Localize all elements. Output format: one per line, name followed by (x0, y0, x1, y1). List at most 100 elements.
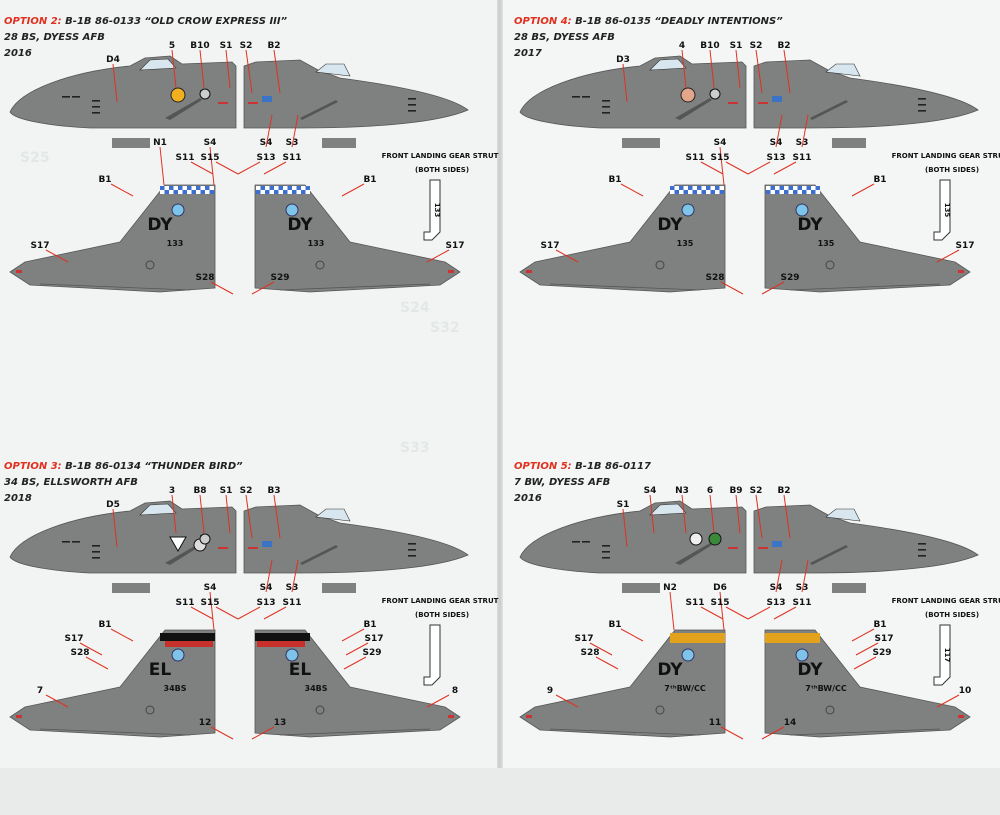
checker-square (265, 186, 270, 190)
bleed-through-mark: S25 (20, 150, 50, 166)
detached-decal (832, 583, 866, 593)
checker-square (209, 190, 214, 194)
detached-decal (322, 583, 356, 593)
wing-badge (681, 648, 695, 662)
tail-left (519, 184, 726, 293)
checker-square (770, 186, 775, 190)
checker-square (775, 186, 780, 190)
panel-line (582, 96, 590, 98)
fuselage-section (753, 59, 979, 129)
checker-square (278, 186, 283, 190)
callout-label: B1 (363, 620, 376, 630)
callout-label: S29 (362, 648, 381, 658)
strut-number: 117 (943, 648, 951, 663)
callout-label: B10 (700, 41, 719, 51)
callout-label: S15 (200, 598, 219, 608)
wing-badge (285, 203, 299, 217)
callout-label: S17 (574, 634, 593, 644)
leader-line (735, 494, 741, 534)
nose-section (519, 55, 747, 129)
stencil-mark (448, 270, 454, 273)
checker-square (674, 190, 679, 194)
checker-square (260, 190, 265, 194)
tail-fitting (825, 705, 835, 715)
leader-line (755, 494, 763, 539)
leader-line (341, 628, 365, 642)
callout-label: S4 (770, 138, 783, 148)
callout-label: 9 (547, 686, 553, 696)
tail-root-line (549, 283, 701, 291)
option-panel: OPTION 3: B-1B 86-0134 “THUNDER BIRD”34 … (0, 445, 499, 815)
wing-badge (285, 648, 299, 662)
callout-label: S13 (256, 598, 275, 608)
checker-square (788, 186, 793, 190)
callout-label: N1 (153, 138, 167, 148)
leader-line (709, 494, 715, 534)
panel-line (582, 541, 590, 543)
leader-line (79, 642, 103, 656)
callout-label: S17 (364, 634, 383, 644)
checker-square (793, 190, 798, 194)
checker-square (269, 186, 274, 190)
unit-badge (709, 88, 721, 100)
leader-line (649, 494, 655, 534)
callout-label: S4 (770, 583, 783, 593)
leader-line (720, 726, 744, 740)
panel-line (72, 96, 80, 98)
panel-line (92, 100, 100, 102)
callout-label: S28 (705, 273, 724, 283)
stencil-mark (16, 715, 22, 718)
tail-fitting (315, 705, 325, 715)
checker-square (674, 186, 679, 190)
callout-label: S1 (220, 41, 233, 51)
leader-line (210, 726, 234, 740)
callout-label: S4 (260, 583, 273, 593)
checker-square (793, 186, 798, 190)
leader-line (725, 606, 749, 620)
callout-label: S13 (256, 153, 275, 163)
stencil-mark (758, 102, 768, 104)
checker-square (710, 186, 715, 190)
callout-label: S28 (580, 648, 599, 658)
checker-square (187, 190, 192, 194)
callout-label: S17 (955, 241, 974, 251)
panel-line (602, 557, 610, 559)
checker-square (260, 186, 265, 190)
tail-right (764, 629, 971, 738)
cockpit-window (139, 503, 177, 516)
leader-line (190, 606, 214, 620)
tail-right (254, 184, 461, 293)
panel-line (602, 551, 610, 553)
callout-label: 8 (452, 686, 458, 696)
wing-badge (795, 648, 809, 662)
checker-square (788, 190, 793, 194)
option-panel: OPTION 4: B-1B 86-0135 “DEADLY INTENTION… (510, 0, 1000, 370)
intake-line (165, 543, 202, 565)
callout-label: 4 (679, 41, 685, 51)
leader-line (681, 494, 687, 534)
checker-square (256, 190, 261, 194)
callout-label: S1 (617, 500, 630, 510)
tail-root-line (789, 283, 941, 291)
checker-square (256, 186, 261, 190)
callout-label: S29 (270, 273, 289, 283)
option-label: OPTION 4: (514, 16, 572, 27)
leader-line (747, 606, 771, 620)
leader-line (237, 161, 261, 175)
checker-square (160, 190, 165, 194)
tail-code: DY (657, 215, 683, 235)
aircraft-title: B-1B 86-0134 “THUNDER BIRD” (61, 461, 243, 472)
tail-right (764, 184, 971, 293)
callout-label: 14 (784, 718, 797, 728)
checker-square (683, 190, 688, 194)
callout-label: B1 (98, 175, 111, 185)
strut-label: FRONT LANDING GEAR STRUT (892, 597, 1000, 605)
panel-line (92, 545, 100, 547)
callout-label: B1 (873, 175, 886, 185)
tail-band (255, 633, 310, 641)
leader-line (555, 249, 579, 263)
leader-line (426, 694, 450, 708)
callout-label: S13 (766, 598, 785, 608)
checker-square (191, 186, 196, 190)
